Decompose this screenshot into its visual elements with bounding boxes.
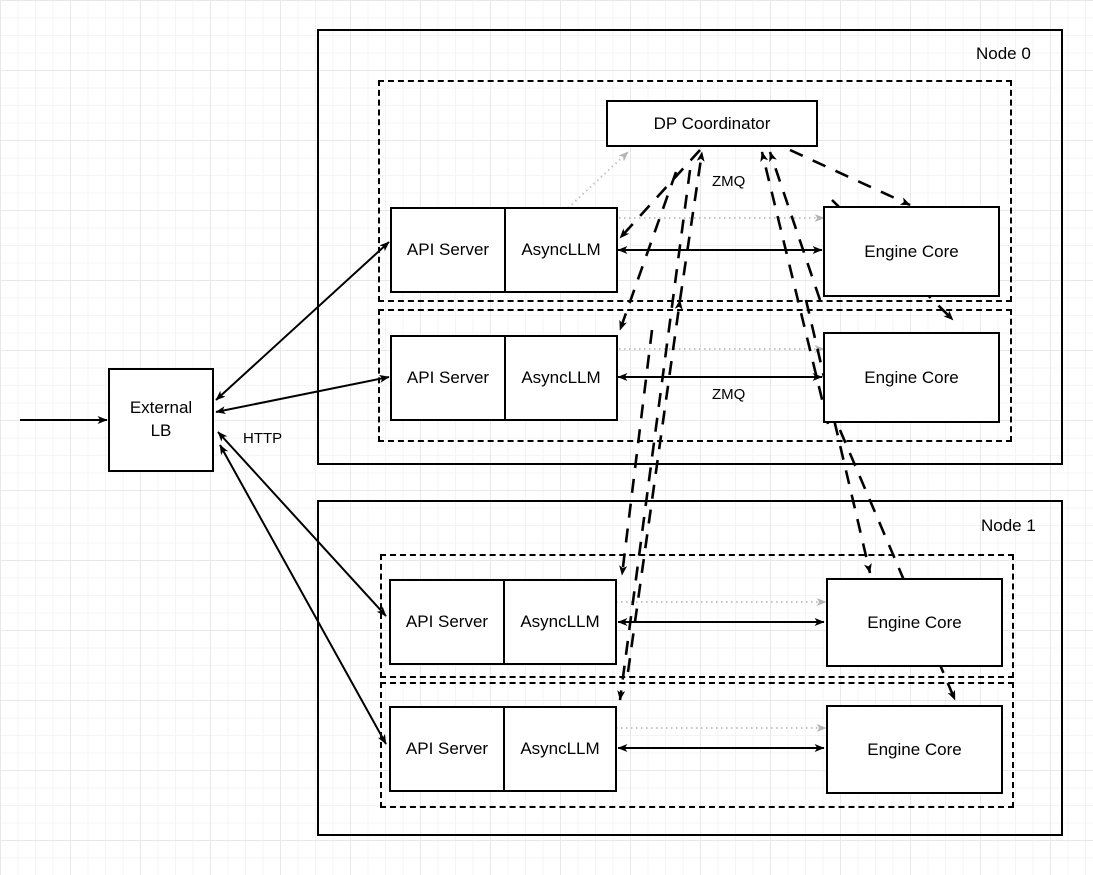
api-server-cell[interactable]: API Server [391, 581, 505, 663]
dp-coordinator-box[interactable]: DP Coordinator [606, 100, 818, 147]
node-0-rank-0-group [378, 80, 1012, 302]
node-1-label: Node 1 [981, 516, 1036, 535]
engine-core-label: Engine Core [864, 241, 959, 261]
node-0-rank-0-engine-core-box[interactable]: Engine Core [823, 206, 1000, 297]
zmq-label-top: ZMQ [712, 173, 746, 190]
node-0-rank-1-group [378, 309, 1012, 442]
node-0-rank-1-engine-core-box[interactable]: Engine Core [823, 332, 1000, 423]
async-llm-cell[interactable]: AsyncLLM [506, 337, 616, 419]
node-0-label: Node 0 [976, 44, 1031, 63]
node-1-rank-0-engine-core-box[interactable]: Engine Core [826, 578, 1003, 667]
dp-coordinator-label: DP Coordinator [653, 113, 771, 133]
async-llm-label: AsyncLLM [521, 368, 601, 387]
api-server-cell[interactable]: API Server [392, 337, 506, 419]
external-lb-label-line2: LB [150, 421, 172, 440]
async-llm-label: AsyncLLM [521, 240, 601, 259]
engine-core-label: Engine Core [867, 612, 962, 632]
node-0-rank-0-server-box[interactable]: API Server AsyncLLM [390, 207, 618, 293]
engine-core-label: Engine Core [864, 367, 959, 387]
node-1-rank-1-server-box[interactable]: API Server AsyncLLM [389, 706, 617, 792]
node-0-container [317, 29, 1063, 465]
engine-core-label: Engine Core [867, 739, 962, 759]
async-llm-cell[interactable]: AsyncLLM [505, 581, 615, 663]
node-1-rank-0-server-box[interactable]: API Server AsyncLLM [389, 579, 617, 665]
api-server-label: API Server [406, 368, 490, 387]
node-1-rank-1-group [380, 682, 1014, 808]
api-server-label: API Server [405, 612, 489, 631]
node-1-rank-1-engine-core-box[interactable]: Engine Core [826, 705, 1003, 794]
api-server-cell[interactable]: API Server [392, 209, 506, 291]
node-1-rank-0-group [380, 554, 1014, 678]
api-server-label: API Server [406, 240, 490, 259]
http-edge-label: HTTP [243, 430, 283, 447]
node-0-rank-1-server-box[interactable]: API Server AsyncLLM [390, 335, 618, 421]
api-server-label: API Server [405, 739, 489, 758]
api-server-cell[interactable]: API Server [391, 708, 505, 790]
zmq-label-mid: ZMQ [712, 386, 746, 403]
async-llm-label: AsyncLLM [520, 739, 600, 758]
async-llm-cell[interactable]: AsyncLLM [505, 708, 615, 790]
node-1-container [317, 500, 1063, 836]
external-lb-label-line1: External [129, 398, 193, 418]
async-llm-cell[interactable]: AsyncLLM [506, 209, 616, 291]
external-lb-box[interactable]: External LB [108, 368, 214, 472]
async-llm-label: AsyncLLM [520, 612, 600, 631]
